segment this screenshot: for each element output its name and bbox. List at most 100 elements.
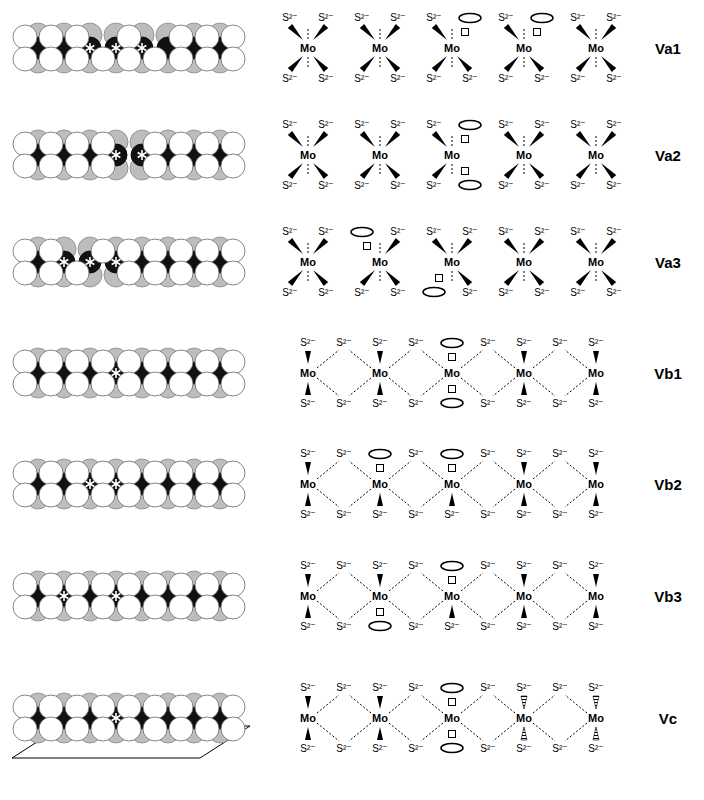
sulfide-ion: S²⁻: [570, 74, 585, 84]
vacancy-asterisk: [86, 260, 95, 265]
sulfide-ion: S²⁻: [444, 622, 459, 632]
sulfur-front-ball: [143, 47, 167, 71]
dashed-bond: [461, 489, 483, 507]
wedge-bond: [432, 24, 447, 40]
sulfur-front-ball: [91, 372, 115, 396]
dashed-bond: [565, 573, 587, 591]
dashed-bond: [317, 573, 339, 591]
sulfide-ion: S²⁻: [498, 227, 513, 237]
sulfur-front-ball: [221, 25, 245, 49]
molybdenum-atom: Mo: [372, 150, 388, 161]
vacancy-square: [449, 465, 456, 472]
molybdenum-atom: Mo: [588, 713, 604, 724]
wedge-bond: [521, 351, 527, 364]
dashed-bond: [493, 723, 515, 741]
dashed-bond: [349, 461, 371, 479]
vacancy-ellipse: [441, 399, 463, 408]
wedge-bond: [504, 24, 519, 40]
vacancy-ellipse: [531, 14, 553, 23]
sulfur-front-ball: [13, 372, 37, 396]
dashed-bond: [317, 350, 339, 368]
wedge-bond: [601, 238, 616, 254]
sulfur-front-ball: [65, 261, 89, 285]
sulfur-front-ball: [221, 483, 245, 507]
sulfide-ion: S²⁻: [534, 288, 549, 298]
sulfur-front-ball: [65, 47, 89, 71]
sulfur-front-ball: [195, 132, 219, 156]
sulfide-ion: S²⁻: [372, 399, 387, 409]
wedge-bond: [377, 382, 383, 395]
dashed-bond: [452, 242, 453, 253]
dashed-bond: [461, 601, 483, 619]
vacancy-type-label: Vb1: [654, 366, 682, 381]
vacancy-type-label: Va1: [655, 41, 681, 56]
wedge-bond: [601, 163, 616, 179]
wedge-bond: [576, 163, 591, 179]
sulfur-front-ball: [117, 372, 141, 396]
dashed-bond: [533, 378, 555, 396]
molybdenum-atom: Mo: [372, 43, 388, 54]
wedge-bond: [529, 56, 544, 72]
sulfur-front-ball: [39, 350, 63, 374]
molybdenum-atom: Mo: [516, 43, 532, 54]
sulfide-ion: S²⁻: [318, 227, 333, 237]
molybdenum-atom: Mo: [300, 591, 316, 602]
sulfide-ion: S²⁻: [588, 622, 603, 632]
dashed-bond: [389, 601, 411, 619]
vacancy-asterisk: [112, 594, 121, 599]
molybdenum-atom: Mo: [516, 257, 532, 268]
sulfur-front-ball: [65, 372, 89, 396]
dashed-bond: [565, 461, 587, 479]
wedge-bond: [360, 163, 375, 179]
sulfur-front-ball: [91, 695, 115, 719]
sulfide-ion: S²⁻: [426, 74, 441, 84]
dashed-bond: [317, 723, 339, 741]
sulfide-ion: S²⁻: [318, 181, 333, 191]
sulfide-ion: S²⁻: [552, 561, 567, 571]
molybdenum-atom: Mo: [516, 368, 532, 379]
dashed-bond: [533, 601, 555, 619]
vacancy-asterisk: [112, 153, 121, 158]
vacancy-asterisk: [138, 46, 147, 51]
molybdenum-atom: Mo: [300, 43, 316, 54]
sulfide-ion: S²⁻: [606, 181, 621, 191]
wedge-bond: [601, 131, 616, 147]
sulfur-front-ball: [13, 573, 37, 597]
vacancy-ellipse: [441, 744, 463, 753]
sulfur-front-ball: [221, 261, 245, 285]
wedge-bond: [288, 24, 303, 40]
wedge-bond: [593, 462, 599, 475]
dashed-bond: [349, 350, 371, 368]
dashed-bond: [349, 601, 371, 619]
sulfur-front-ball: [13, 483, 37, 507]
sulfur-front-ball: [143, 461, 167, 485]
sulfide-ion: S²⁻: [390, 74, 405, 84]
sulfur-front-ball: [143, 350, 167, 374]
molybdenum-atom: Mo: [588, 591, 604, 602]
sulfur-front-ball: [65, 25, 89, 49]
dashed-bond: [389, 378, 411, 396]
dashed-bond: [596, 57, 597, 68]
sulfide-ion: S²⁻: [372, 683, 387, 693]
molybdenum-atom: Mo: [588, 150, 604, 161]
sulfide-ion: S²⁻: [426, 13, 441, 23]
sulfide-ion: S²⁻: [462, 74, 477, 84]
wedge-bond: [288, 131, 303, 147]
sulfide-ion: S²⁻: [444, 510, 459, 520]
sulfide-ion: S²⁻: [390, 181, 405, 191]
vacancy-square: [377, 609, 384, 616]
sulfide-ion: S²⁻: [588, 561, 603, 571]
sulfur-front-ball: [221, 717, 245, 741]
sulfur-front-ball: [169, 47, 193, 71]
vacancy-asterisk: [112, 594, 121, 599]
sulfide-ion: S²⁻: [606, 120, 621, 130]
sulfide-ion: S²⁻: [498, 13, 513, 23]
sulfur-front-ball: [169, 461, 193, 485]
sulfide-ion: S²⁻: [300, 561, 315, 571]
sulfide-ion: S²⁻: [408, 399, 423, 409]
wedge-bond: [593, 574, 599, 587]
dashed-bond: [565, 723, 587, 741]
sulfur-front-ball: [169, 595, 193, 619]
vacancy-asterisk: [60, 594, 69, 599]
wedge-bond: [432, 163, 447, 179]
